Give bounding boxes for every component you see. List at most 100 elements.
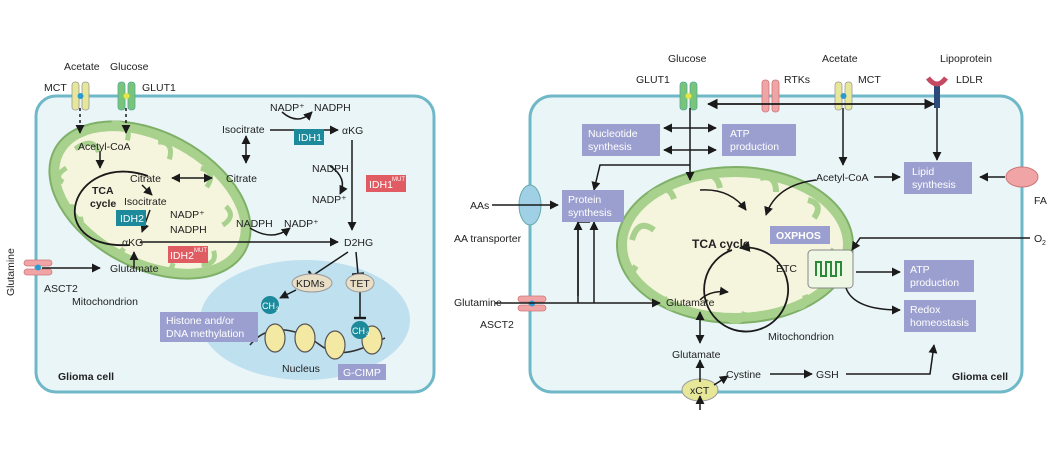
nucleotide-line2: synthesis <box>588 141 632 153</box>
isocitrate-cyto-label: Isocitrate <box>222 124 265 136</box>
nadph-mid-label: NADPH <box>236 218 273 230</box>
cystine-label: Cystine <box>726 369 761 381</box>
akg-mito-label: αKG <box>122 237 143 249</box>
tca-cycle-right: TCA cycle <box>692 237 750 251</box>
mct-right-label: MCT <box>858 74 881 86</box>
idh1-mut-sup: MUT <box>392 177 405 183</box>
nadp-right-label: NADP⁺ <box>312 194 347 206</box>
ch3-circle-right <box>351 321 369 339</box>
asct2-transporter-left <box>23 259 53 276</box>
acetate-left-label: Acetate <box>64 61 100 73</box>
glucose-left-label: Glucose <box>110 61 149 73</box>
nucleus-label: Nucleus <box>282 363 320 375</box>
histone-line1: Histone and/or <box>166 315 235 327</box>
atp-mid-line1: ATP <box>910 264 930 276</box>
gcimp-box <box>338 364 386 380</box>
nadph-top-label: NADPH <box>314 102 351 114</box>
rtks-label: RTKs <box>784 74 810 86</box>
idh1-mut-label: IDH1 <box>369 179 393 191</box>
tet-label: TET <box>350 278 370 290</box>
idh2-mut-sup: MUT <box>194 248 207 254</box>
lipid-line2: synthesis <box>912 179 956 191</box>
nadp-mid-label: NADP⁺ <box>284 218 319 230</box>
protein-line1: Protein <box>568 194 601 206</box>
ldlr-receptor <box>926 76 948 108</box>
gsh-label: GSH <box>816 369 839 381</box>
glioma-cell-right-label: Glioma cell <box>952 371 1008 383</box>
acetyl-coa-left: Acetyl-CoA <box>78 141 131 153</box>
glutamate-left-label: Glutamate <box>110 263 159 275</box>
protein-line2: synthesis <box>568 207 612 219</box>
kdms-label: KDMs <box>296 278 325 290</box>
idh2-box <box>116 210 146 226</box>
histone-methylation-box <box>160 312 258 342</box>
oxphos-box <box>770 226 830 244</box>
left-panel: IDH1 IDH1 MUT IDH2 IDH2 MUT KDMs TET CH … <box>5 61 436 394</box>
redox-line2: homeostasis <box>910 317 969 329</box>
oxphos-label: OXPHOS <box>776 230 821 242</box>
asct2-right-label: ASCT2 <box>480 319 514 331</box>
mitochondrion-right-label: Mitochondrion <box>768 331 834 343</box>
nucleotide-line1: Nucleotide <box>588 128 638 140</box>
citrate-mito-label: Citrate <box>130 173 161 185</box>
right-panel: Nucleotide synthesis ATP production Prot… <box>454 53 1047 410</box>
glioma-cell-left-label: Glioma cell <box>58 371 114 383</box>
idh2-mut-label: IDH2 <box>170 250 194 262</box>
right-arrows <box>492 98 1030 410</box>
atp-top-line1: ATP <box>730 128 750 140</box>
lipid-line1: Lipid <box>912 166 934 178</box>
atp-mid-line2: production <box>910 277 959 289</box>
lipoprotein-label: Lipoprotein <box>940 53 992 65</box>
etc-membrane-icon <box>815 261 842 277</box>
isocitrate-mito-label: Isocitrate <box>124 196 167 208</box>
glut1-transporter-left <box>117 81 136 111</box>
glucose-right-label: Glucose <box>668 53 707 65</box>
nadph-right-label: NADPH <box>312 163 349 175</box>
ch3-left-label: CH <box>262 301 275 311</box>
akg-cyto-label: αKG <box>342 125 363 137</box>
nadph-mito-label: NADPH <box>170 224 207 236</box>
glut1-right-label: GLUT1 <box>636 74 670 86</box>
nadp-top-label: NADP⁺ <box>270 102 305 114</box>
histone-line2: DNA methylation <box>166 328 244 340</box>
idh1-box <box>294 129 324 145</box>
redox-homeostasis-box <box>904 300 976 332</box>
tca-line2-left: cycle <box>90 198 116 210</box>
xct-label: xCT <box>690 385 710 397</box>
glutamate-cyto-label: Glutamate <box>672 349 721 361</box>
kdms-oval <box>291 273 333 293</box>
idh2-mut-box <box>168 246 208 263</box>
fa-label: FA <box>1034 195 1047 207</box>
idh2-label: IDH2 <box>120 213 144 225</box>
redox-line1: Redox <box>910 304 941 316</box>
acetate-right-label: Acetate <box>822 53 858 65</box>
tca-line1-left: TCA <box>92 185 114 197</box>
tet-oval <box>345 273 375 293</box>
glutamine-left-label: Glutamine <box>5 248 17 296</box>
glut1-transporter-right <box>679 81 698 111</box>
citrate-cyto-label: Citrate <box>226 173 257 185</box>
glutamate-mito-label: Glutamate <box>666 297 715 309</box>
ch3-right-label: CH <box>352 326 365 336</box>
atp-production-mid-box <box>904 260 974 292</box>
asct2-left-label: ASCT2 <box>44 283 78 295</box>
ch3-right-sub: 3 <box>366 332 370 338</box>
atp-production-top-box <box>722 124 796 156</box>
mitochondrion-left-label: Mitochondrion <box>72 296 138 308</box>
glutamine-right-label: Glutamine <box>454 297 502 309</box>
acetyl-coa-right: Acetyl-CoA <box>816 172 869 184</box>
aas-label: AAs <box>470 200 489 212</box>
aa-transporter-label: AA transporter <box>454 233 522 245</box>
glut1-left-label: GLUT1 <box>142 82 176 94</box>
left-chromatin <box>249 323 386 360</box>
protein-synthesis-box <box>562 190 624 222</box>
gcimp-label: G-CIMP <box>343 367 381 379</box>
fa-transporter <box>1005 166 1039 188</box>
mct-transporter-left <box>71 81 90 111</box>
ldlr-label: LDLR <box>956 74 983 86</box>
d2hg-label: D2HG <box>344 237 373 249</box>
o2-label: O <box>1034 233 1042 245</box>
right-mitochondrion <box>616 166 854 324</box>
